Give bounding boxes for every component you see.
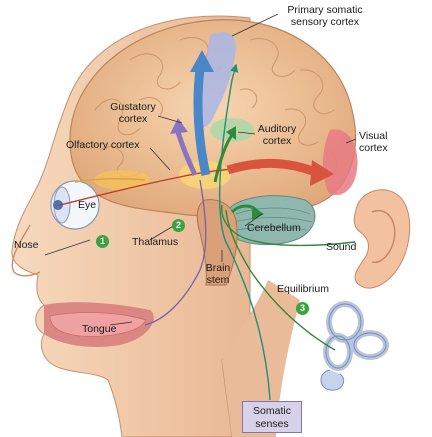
neck	[222, 280, 300, 437]
label-somatic-senses: Somatic senses	[242, 401, 302, 433]
somatic-arrow	[193, 69, 211, 177]
label-sound: Sound	[326, 241, 357, 253]
gustatory-arrow	[175, 131, 198, 177]
nose-shape	[11, 224, 41, 277]
label-auditory-cortex: Auditory cortex	[257, 123, 297, 147]
visual-arrow	[226, 159, 317, 177]
label-nose: Nose	[14, 239, 39, 251]
semicircular-canals-outline	[325, 303, 387, 369]
label-visual-cortex: Visual cortex	[359, 130, 388, 154]
label-equilibrium: Equilibrium	[277, 283, 329, 295]
visual-arrowhead	[310, 160, 334, 186]
label-gustatory-cortex: Gustatory cortex	[110, 101, 156, 125]
visual-cortex-region	[322, 129, 358, 196]
cerebellum	[224, 195, 316, 246]
cochlea	[320, 369, 345, 391]
somatic-pathway	[218, 63, 271, 401]
primary-somatic-cortex-region	[197, 32, 237, 128]
label-thalamus: Thalamus	[132, 236, 179, 248]
tongue-shape	[49, 312, 147, 337]
cerebellum-folia	[233, 207, 313, 231]
label-brain-stem: Brain stem	[205, 262, 231, 286]
olfactory-region	[94, 170, 150, 190]
ear-illustration	[353, 189, 411, 289]
olfactory-pathway	[74, 177, 146, 183]
badge-1: 1	[96, 235, 109, 248]
label-primary-somatic-cortex: Primary somatic sensory cortex	[287, 4, 363, 28]
somatic-arrowhead	[190, 50, 214, 72]
label-eye: Eye	[78, 199, 97, 211]
badge-3: 3	[296, 302, 309, 315]
auditory-to-cortex-arrow	[213, 134, 234, 183]
gustatory-pathway	[144, 179, 207, 326]
auditory-arrowhead	[226, 126, 236, 140]
equilibrium-pathway	[225, 209, 336, 351]
brain-stem	[196, 199, 238, 286]
gustatory-arrowhead	[170, 118, 188, 134]
label-tongue: Tongue	[82, 323, 117, 335]
badge-2: 2	[172, 219, 185, 232]
cerebellum-arrowhead	[252, 206, 264, 220]
label-cerebellum: Cerebellum	[247, 222, 301, 234]
label-olfactory-cortex: Olfactory cortex	[66, 139, 140, 151]
auditory-pathway	[221, 204, 356, 247]
